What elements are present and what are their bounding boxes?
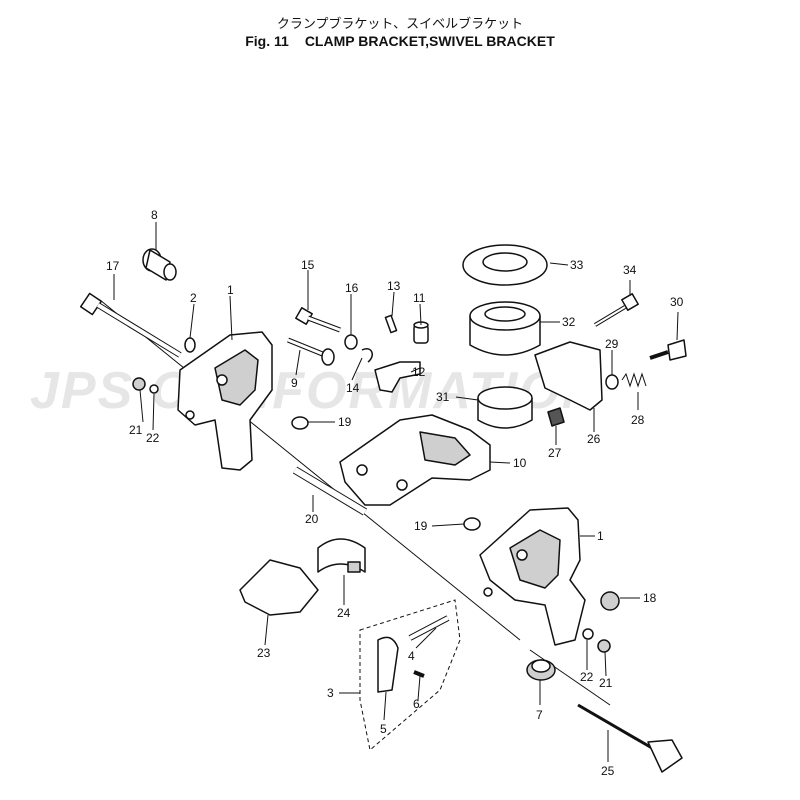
callout-23: 23 xyxy=(257,646,271,660)
part-34-bolt[interactable] xyxy=(593,293,639,327)
part-7-pad[interactable] xyxy=(526,659,556,681)
part-3-kit-outline xyxy=(359,599,461,751)
part-5-cam[interactable] xyxy=(377,636,399,693)
callout-21-left: 21 xyxy=(129,423,143,437)
callout-2: 2 xyxy=(190,291,197,305)
part-21-nut-left[interactable] xyxy=(132,377,146,391)
part-21-nut-right[interactable] xyxy=(597,639,611,653)
diagram-title: Fig. 11 CLAMP BRACKET,SWIVEL BRACKET xyxy=(0,33,800,49)
part-31-bushing[interactable] xyxy=(477,386,533,429)
part-16-washer[interactable] xyxy=(344,334,358,350)
part-23-bracket[interactable] xyxy=(239,559,319,616)
part-9-bolt[interactable] xyxy=(287,337,335,366)
part-24-saddle[interactable] xyxy=(317,538,366,573)
part-22-washer-left[interactable] xyxy=(149,384,159,394)
assembly-axis-line-lower xyxy=(529,649,611,706)
part-15-bolt[interactable] xyxy=(295,307,341,333)
part-32-sleeve[interactable] xyxy=(469,301,541,356)
callout-11: 11 xyxy=(413,291,426,305)
callout-19-upper: 19 xyxy=(338,415,352,429)
callout-29: 29 xyxy=(605,337,619,351)
diagram-title-japanese: クランプブラケット、スイベルブラケット xyxy=(276,17,524,32)
figure-label: Fig. 11 xyxy=(245,33,289,49)
callout-32: 32 xyxy=(562,315,576,329)
callout-15: 15 xyxy=(301,258,315,272)
callout-26: 26 xyxy=(587,432,601,446)
leader-lines xyxy=(113,222,679,762)
part-6-screw[interactable] xyxy=(413,670,425,678)
callout-6: 6 xyxy=(413,697,420,711)
part-19-washer-upper[interactable] xyxy=(291,416,309,430)
callout-16: 16 xyxy=(345,281,359,295)
part-28-spring[interactable] xyxy=(621,372,647,388)
diagram-title-english: CLAMP BRACKET,SWIVEL BRACKET xyxy=(304,33,555,49)
callout-22-right: 22 xyxy=(580,670,594,684)
part-20-tilt-tube[interactable] xyxy=(292,466,368,516)
callout-27: 27 xyxy=(548,446,562,460)
callout-1-lower: 1 xyxy=(597,529,604,543)
part-11-knob[interactable] xyxy=(413,321,429,344)
part-12-lever[interactable] xyxy=(374,361,421,393)
part-29-ring[interactable] xyxy=(605,374,619,390)
callout-10: 10 xyxy=(513,456,527,470)
part-19-washer-lower[interactable] xyxy=(463,517,481,531)
part-14-clip[interactable] xyxy=(361,348,373,363)
assembly-axis-line xyxy=(99,299,521,641)
callout-13: 13 xyxy=(387,279,401,293)
part-30-knob[interactable] xyxy=(649,339,687,361)
callout-7: 7 xyxy=(536,708,543,722)
callout-28: 28 xyxy=(631,413,645,427)
callout-34: 34 xyxy=(623,263,637,277)
part-1-clamp-bracket-lower[interactable] xyxy=(479,507,586,646)
callout-25: 25 xyxy=(601,764,615,778)
callout-4: 4 xyxy=(408,649,415,663)
part-8-collar[interactable] xyxy=(142,248,177,281)
callout-21-right: 21 xyxy=(599,676,613,690)
callout-3: 3 xyxy=(327,686,334,700)
callout-14: 14 xyxy=(346,381,360,395)
part-27-block[interactable] xyxy=(547,407,565,427)
part-26-bracket[interactable] xyxy=(534,341,603,411)
part-1-clamp-bracket-upper[interactable] xyxy=(177,331,273,471)
part-4-bolt[interactable] xyxy=(408,615,450,641)
callout-24: 24 xyxy=(337,606,351,620)
part-18-nut[interactable] xyxy=(600,591,620,611)
callout-12: 12 xyxy=(412,365,426,379)
part-25-tilt-rod[interactable] xyxy=(577,703,683,773)
part-17-bolt[interactable] xyxy=(79,292,182,358)
callout-8: 8 xyxy=(151,208,158,222)
callout-31: 31 xyxy=(436,390,450,404)
callout-17: 17 xyxy=(106,259,120,273)
callout-22-left: 22 xyxy=(146,431,160,445)
part-10-swivel-bracket[interactable] xyxy=(339,414,491,506)
callout-9: 9 xyxy=(291,376,298,390)
callout-1-upper: 1 xyxy=(227,283,234,297)
callout-19-lower: 19 xyxy=(414,519,428,533)
part-33-ring[interactable] xyxy=(462,244,548,286)
part-22-washer-right[interactable] xyxy=(582,628,594,640)
callout-33: 33 xyxy=(570,258,584,272)
callout-30: 30 xyxy=(670,295,684,309)
callout-18: 18 xyxy=(643,591,657,605)
callout-20: 20 xyxy=(305,512,319,526)
part-2-bushing[interactable] xyxy=(184,337,196,353)
part-13-pin[interactable] xyxy=(384,314,398,334)
callout-5: 5 xyxy=(380,722,387,736)
